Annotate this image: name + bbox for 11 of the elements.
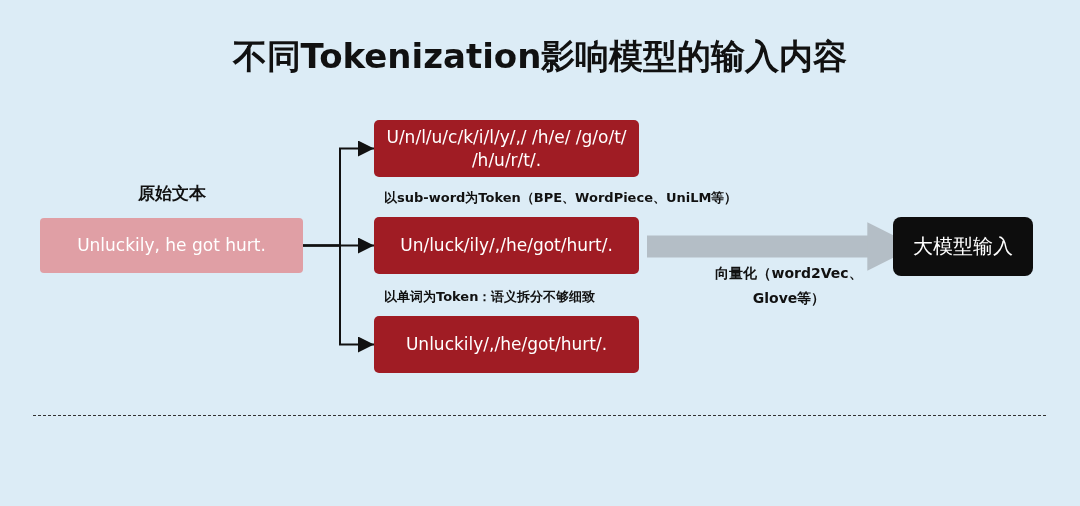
edge-label: 向量化（word2Vec、Glove等） bbox=[714, 263, 864, 308]
title: 不同Tokenization影响模型的输入内容 bbox=[231, 35, 849, 78]
token-box: U/n/l/u/c/k/i/l/y/,/ /h/e/ /g/o/t/ /h/u/r/t/. bbox=[374, 120, 639, 177]
node-label: 以单词为Token：语义拆分不够细致 bbox=[384, 288, 596, 306]
source-text-box: Unluckily, he got hurt. bbox=[40, 218, 303, 273]
token-box: Un/luck/ily/,/he/got/hurt/. bbox=[374, 217, 639, 274]
token-box: Unluckily/,/he/got/hurt/. bbox=[374, 316, 639, 373]
heading: 原始文本 bbox=[136, 182, 207, 205]
arrow bbox=[302, 244, 375, 353]
node-label: 以sub-word为Token（BPE、WordPiece、UniLM等） bbox=[384, 189, 738, 207]
output-box: 大模型输入 bbox=[893, 217, 1033, 276]
